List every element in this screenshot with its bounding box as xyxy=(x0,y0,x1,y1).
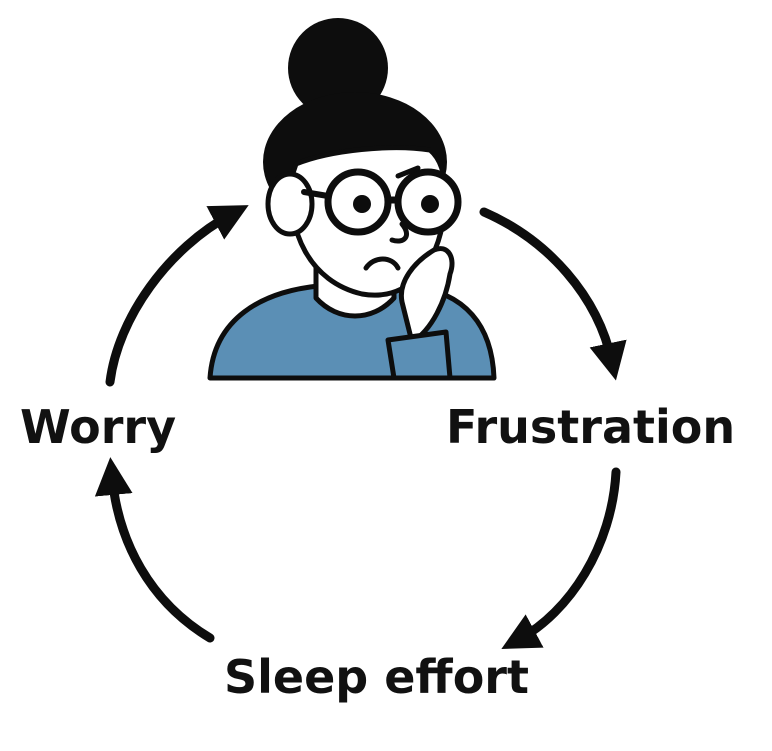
hand xyxy=(398,246,455,345)
glasses-arm xyxy=(301,189,331,199)
worried-person-with-glasses-icon xyxy=(207,18,497,381)
arrow-sleep-effort-to-worry xyxy=(94,457,215,643)
sleeve-cuff xyxy=(385,329,453,381)
arrow-top-to-frustration xyxy=(479,207,627,381)
arrow-worry-to-top xyxy=(105,205,249,387)
arrow-frustration-to-sleep-effort xyxy=(501,467,621,649)
node-label-frustration: Frustration xyxy=(446,400,736,454)
mouth-frown xyxy=(363,256,401,271)
nose xyxy=(389,221,409,244)
eyebrow xyxy=(395,165,421,179)
eye-left xyxy=(353,195,371,213)
node-label-worry: Worry xyxy=(20,400,177,454)
eye-right xyxy=(421,195,439,213)
ear xyxy=(265,171,315,237)
node-label-sleep-effort: Sleep effort xyxy=(224,650,529,704)
